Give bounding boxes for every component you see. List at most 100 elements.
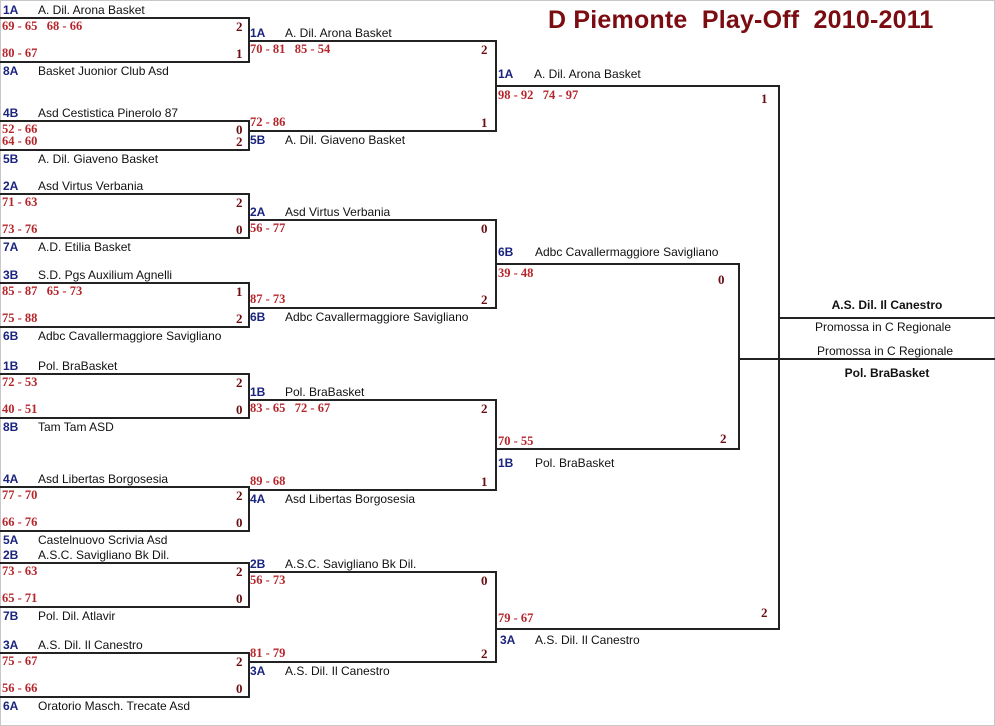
r2-1-top-team[interactable]: A. Dil. Arona Basket [285, 26, 392, 40]
r1-6-bottom-team[interactable]: Castelnuovo Scrivia Asd [38, 533, 168, 547]
r1-3-bottom-seed: 7A [3, 240, 19, 254]
r1-6-match-box [0, 486, 250, 532]
r2-4-top-wins: 0 [481, 573, 488, 588]
r1-8-bottom-wins: 0 [236, 681, 243, 696]
r3-2-bottom-wins: 2 [720, 431, 727, 446]
r1-8-top-team[interactable]: A.S. Dil. Il Canestro [38, 638, 143, 652]
r2-1-bottom-wins: 1 [481, 115, 488, 130]
page-title: D Piemonte Play-Off 2010-2011 [548, 6, 934, 34]
r2-2-top-seed: 2A [250, 205, 266, 219]
r2-2-bottom-wins: 2 [481, 292, 488, 307]
r1-2-bottom-wins: 2 [236, 134, 243, 149]
r1-7-top-wins: 2 [236, 564, 243, 579]
r2-4-bottom-team[interactable]: A.S. Dil. Il Canestro [285, 664, 390, 678]
r1-2-top-wins: 0 [236, 122, 243, 137]
r1-3-bottom-team[interactable]: A.D. Etilia Basket [38, 240, 131, 254]
r3-1-bottom-team[interactable]: A.S. Dil. Il Canestro [535, 633, 640, 647]
r1-6-top-team[interactable]: Asd Libertas Borgosesia [38, 472, 169, 486]
r3-1-bottom-wins: 2 [761, 605, 768, 620]
r1-1-bottom-team[interactable]: Basket Juonior Club Asd [38, 64, 169, 78]
r3-2-match-box [497, 263, 740, 450]
r2-2-top-team[interactable]: Asd Virtus Verbania [285, 205, 391, 219]
r2-4-bottom-scores: 81 - 79 [250, 646, 286, 660]
r2-4-top-scores: 56 - 73 [250, 573, 286, 587]
r1-2-bottom-scores: 64 - 60 [2, 134, 38, 148]
r1-4-bottom-team[interactable]: Adbc Cavallermaggiore Savigliano [38, 329, 222, 343]
r2-3-top-seed: 1B [250, 385, 266, 399]
r1-6-top-wins: 2 [236, 488, 243, 503]
r1-5-bottom-scores: 40 - 51 [2, 402, 38, 416]
r2-1-bottom-seed: 5B [250, 133, 266, 147]
r1-1-bottom-scores: 80 - 67 [2, 46, 38, 60]
r1-4-match-box [0, 282, 250, 328]
r1-3-top-scores: 71 - 63 [2, 195, 38, 209]
r3-2-bottom-seed: 1B [498, 456, 514, 470]
r3-1-bottom-seed: 3A [500, 633, 516, 647]
r3-2-top-seed: 6B [498, 245, 514, 259]
r2-4-top-team[interactable]: A.S.C. Savigliano Bk Dil. [285, 557, 417, 571]
r2-4-match-box [248, 571, 497, 663]
r1-2-top-scores: 52 - 66 [2, 122, 38, 136]
final-line-bottom [740, 358, 995, 360]
r2-3-bottom-seed: 4A [250, 492, 266, 506]
r1-1-top-team[interactable]: A. Dil. Arona Basket [38, 3, 145, 17]
r1-5-match-box [0, 373, 250, 419]
r2-3-match-box [248, 399, 497, 491]
r1-3-top-wins: 2 [236, 195, 243, 210]
r2-2-bottom-team[interactable]: Adbc Cavallermaggiore Savigliano [285, 310, 469, 324]
r1-7-bottom-scores: 65 - 71 [2, 591, 38, 605]
r1-7-match-box [0, 562, 250, 608]
r1-8-top-scores: 75 - 67 [2, 654, 38, 668]
r1-8-top-seed: 3A [3, 638, 19, 652]
r2-4-top-seed: 2B [250, 557, 266, 571]
r3-2-top-team[interactable]: Adbc Cavallermaggiore Savigliano [535, 245, 719, 259]
r1-7-top-team[interactable]: A.S.C. Savigliano Bk Dil. [38, 548, 170, 562]
r3-2-top-wins: 0 [718, 272, 725, 287]
r1-1-bottom-seed: 8A [3, 64, 19, 78]
r1-4-top-scores: 85 - 87 65 - 73 [2, 284, 83, 298]
r1-1-bottom-wins: 1 [236, 46, 243, 61]
r1-4-bottom-wins: 2 [236, 311, 243, 326]
r2-2-bottom-scores: 87 - 73 [250, 292, 286, 306]
r1-5-bottom-wins: 0 [236, 402, 243, 417]
r1-5-top-team[interactable]: Pol. BraBasket [38, 359, 118, 373]
r2-2-bottom-seed: 6B [250, 310, 266, 324]
r3-1-top-team[interactable]: A. Dil. Arona Basket [534, 67, 641, 81]
r1-2-bottom-team[interactable]: A. Dil. Giaveno Basket [38, 152, 159, 166]
r1-8-bottom-team[interactable]: Oratorio Masch. Trecate Asd [38, 699, 191, 713]
r1-7-bottom-team[interactable]: Pol. Dil. Atlavir [38, 609, 116, 623]
r2-3-top-wins: 2 [481, 401, 488, 416]
r1-1-top-seed: 1A [3, 3, 19, 17]
final-winner-top: A.S. Dil. Il Canestro [831, 298, 943, 312]
r1-7-top-scores: 73 - 63 [2, 564, 38, 578]
r1-3-bottom-scores: 73 - 76 [2, 222, 38, 236]
r2-2-top-scores: 56 - 77 [250, 221, 286, 235]
r3-1-top-scores: 98 - 92 74 - 97 [498, 88, 579, 102]
r1-5-bottom-team[interactable]: Tam Tam ASD [38, 420, 114, 434]
r2-1-bottom-team[interactable]: A. Dil. Giaveno Basket [285, 133, 406, 147]
r2-1-bottom-scores: 72 - 86 [250, 115, 286, 129]
r1-6-bottom-scores: 66 - 76 [2, 515, 38, 529]
r1-5-top-wins: 2 [236, 375, 243, 390]
r1-1-top-wins: 2 [236, 19, 243, 34]
r2-1-match-box [248, 40, 497, 132]
r1-3-top-team[interactable]: Asd Virtus Verbania [38, 179, 144, 193]
r2-4-bottom-wins: 2 [481, 646, 488, 661]
r1-7-bottom-wins: 0 [236, 591, 243, 606]
final-line-top [780, 317, 995, 319]
r1-8-top-wins: 2 [236, 654, 243, 669]
r1-4-top-wins: 1 [236, 284, 243, 299]
r1-5-bottom-seed: 8B [3, 420, 19, 434]
r1-4-top-team[interactable]: S.D. Pgs Auxilium Agnelli [38, 268, 173, 282]
r1-4-top-seed: 3B [3, 268, 19, 282]
r2-3-bottom-team[interactable]: Asd Libertas Borgosesia [285, 492, 416, 506]
r3-1-bottom-scores: 79 - 67 [498, 611, 534, 625]
r2-3-top-team[interactable]: Pol. BraBasket [285, 385, 365, 399]
r2-3-bottom-wins: 1 [481, 474, 488, 489]
r1-3-bottom-wins: 0 [236, 222, 243, 237]
r1-2-top-team[interactable]: Asd Cestistica Pinerolo 87 [38, 106, 179, 120]
r3-2-bottom-team[interactable]: Pol. BraBasket [535, 456, 615, 470]
r3-2-bottom-scores: 70 - 55 [498, 434, 534, 448]
r2-1-top-scores: 70 - 81 85 - 54 [250, 42, 331, 56]
r1-2-bottom-seed: 5B [3, 152, 19, 166]
